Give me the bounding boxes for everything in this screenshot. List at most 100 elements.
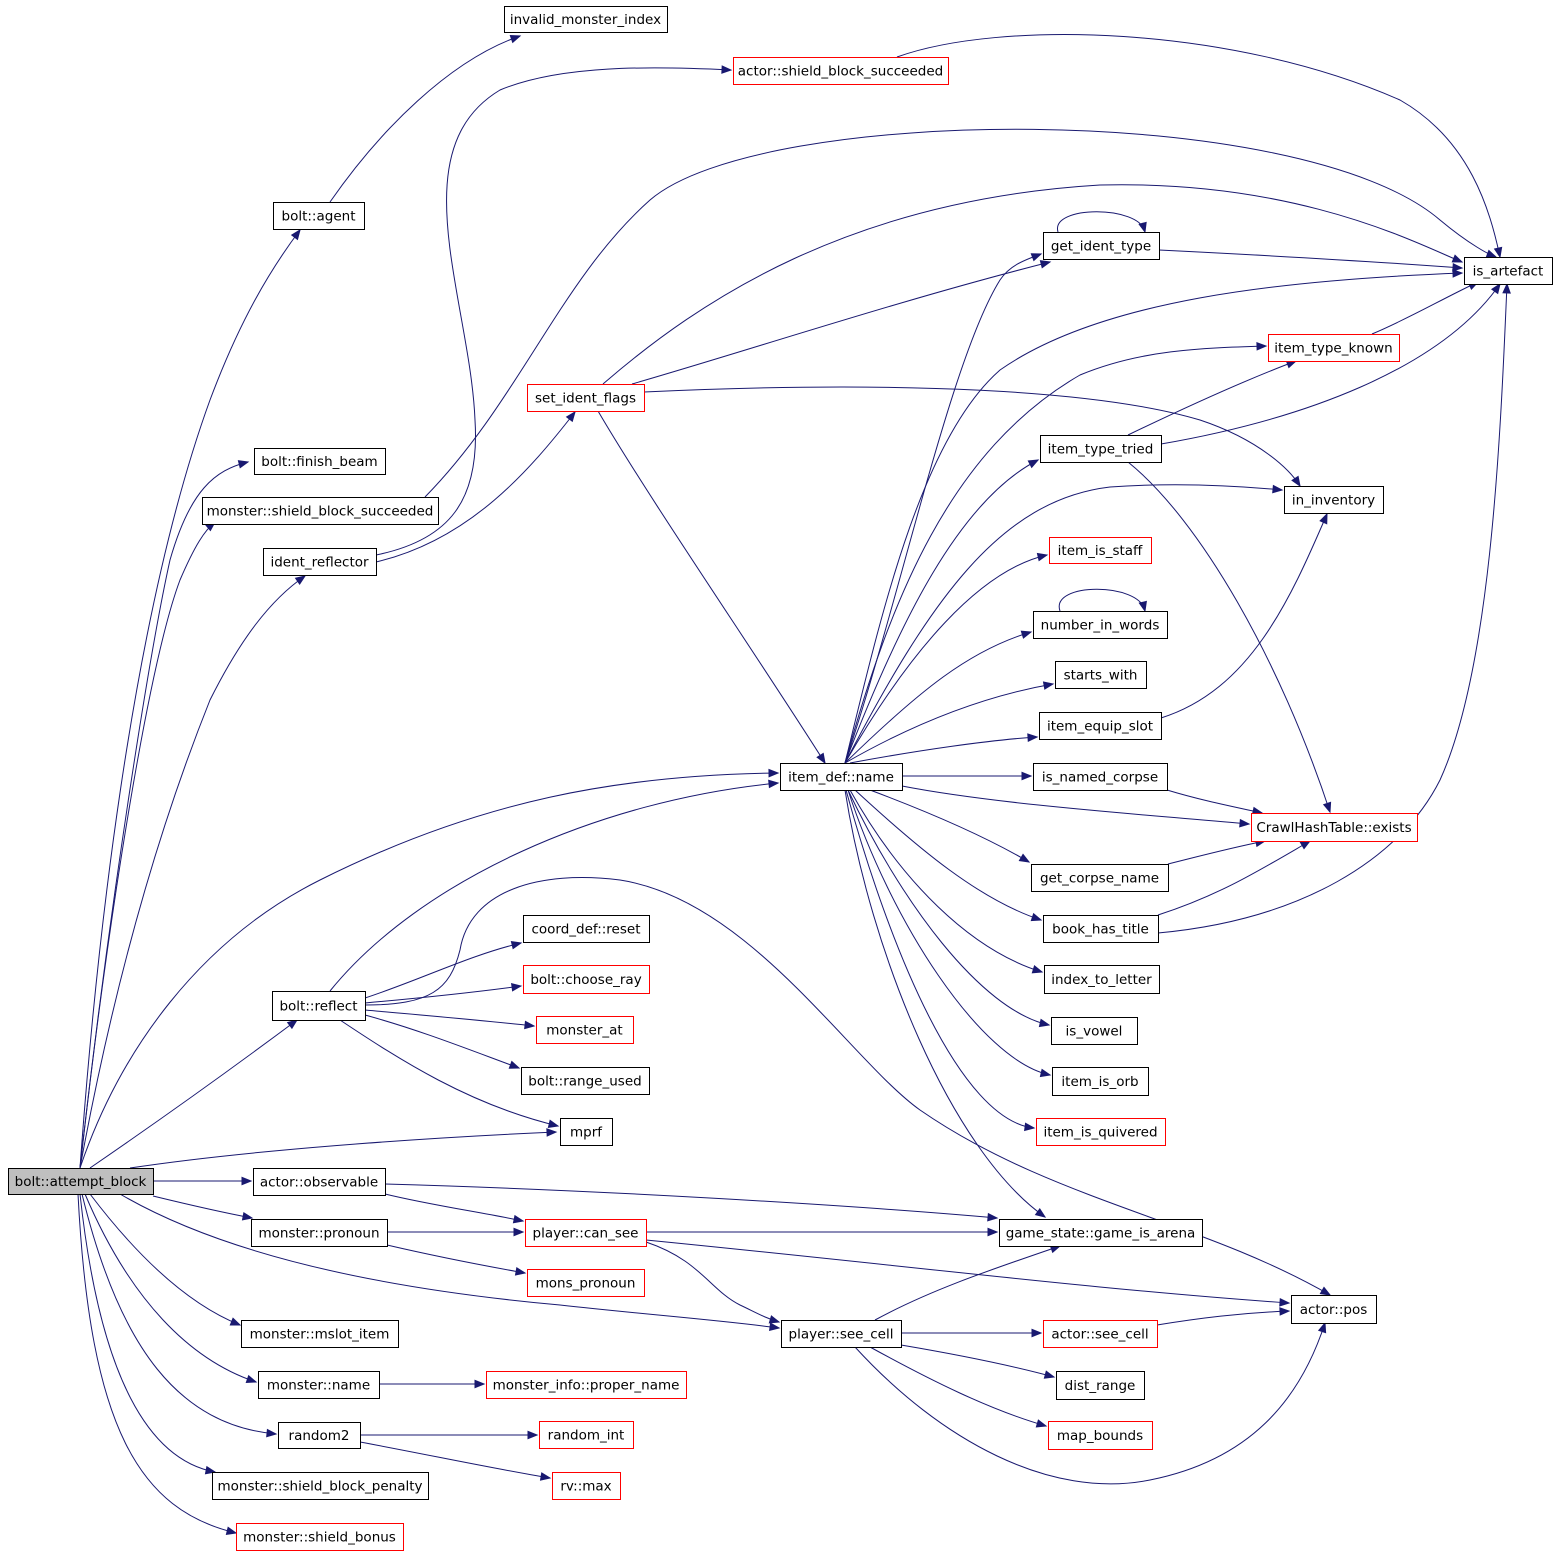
edge-attempt-block-to-mprf	[129, 1131, 557, 1169]
node-box	[486, 1371, 687, 1399]
edge-attempt-block-to-monster-shield-block-penalty	[79, 1193, 216, 1473]
edge-item-def-name-to-is-named-corpse-arrowhead	[1021, 771, 1033, 781]
node-item-type-known[interactable]: item_type_known	[1268, 334, 1400, 362]
node-dist-range[interactable]: dist_range	[1056, 1371, 1145, 1400]
node-label: monster::mslot_item	[250, 1327, 390, 1343]
edge-attempt-block-to-random2	[81, 1193, 277, 1435]
edge-book-has-title-to-is-artefact-arrowhead	[1502, 282, 1511, 294]
node-actor-observable[interactable]: actor::observable	[253, 1168, 386, 1196]
node-monster-pronoun[interactable]: monster::pronoun	[251, 1219, 388, 1247]
edge-attempt-block-to-bolt-reflect-arrowhead	[286, 1019, 299, 1030]
edge-player-see-cell-to-map-bounds-arrowhead	[1035, 1419, 1048, 1428]
node-book-has-title[interactable]: book_has_title	[1043, 915, 1159, 943]
edge-item-def-name-to-item-is-orb	[847, 789, 1051, 1076]
node-player-can-see[interactable]: player::can_see	[525, 1219, 647, 1247]
node-box	[536, 1016, 634, 1044]
node-bolt-finish-beam[interactable]: bolt::finish_beam	[254, 448, 386, 475]
edge-item-def-name-to-starts-with-arrowhead	[1042, 681, 1055, 690]
node-rv-max[interactable]: rv::max	[552, 1472, 621, 1500]
edge-item-def-name-to-item-type-tried	[844, 459, 1039, 764]
node-is-vowel[interactable]: is_vowel	[1051, 1017, 1138, 1045]
edge-item-def-name-to-game-is-arena	[844, 789, 1046, 1218]
edge-attempt-block-to-player-see-cell	[119, 1193, 780, 1329]
node-coord-def-reset[interactable]: coord_def::reset	[523, 915, 650, 943]
edge-attempt-block-to-monster-shield-block-succeeded	[79, 521, 216, 1169]
edge-player-see-cell-to-dist-range	[900, 1344, 1055, 1378]
node-random2[interactable]: random2	[278, 1422, 361, 1449]
node-mprf[interactable]: mprf	[560, 1118, 613, 1146]
edge-bolt-reflect-to-bolt-choose-ray-arrowhead	[511, 982, 523, 992]
edge-player-can-see-to-game-is-arena-arrowhead	[987, 1227, 999, 1237]
node-monster-info-proper-name[interactable]: monster_info::proper_name	[486, 1371, 687, 1399]
node-item-is-quivered[interactable]: item_is_quivered	[1036, 1118, 1166, 1146]
node-item-is-staff[interactable]: item_is_staff	[1049, 537, 1152, 564]
node-label: set_ident_flags	[535, 391, 636, 407]
node-box	[254, 448, 386, 475]
node-in-inventory[interactable]: in_inventory	[1284, 486, 1384, 514]
edge-item-def-name-to-index-to-letter	[849, 789, 1043, 973]
node-mons-pronoun[interactable]: mons_pronoun	[527, 1269, 645, 1297]
node-label: bolt::attempt_block	[15, 1174, 147, 1190]
node-crawlhashtable-exists[interactable]: CrawlHashTable::exists	[1251, 813, 1418, 842]
node-get-corpse-name[interactable]: get_corpse_name	[1031, 864, 1169, 892]
node-game-is-arena[interactable]: game_state::game_is_arena	[999, 1219, 1203, 1247]
edge-player-can-see-to-player-see-cell-arrowhead	[768, 1315, 781, 1324]
node-ident-reflector[interactable]: ident_reflector	[263, 548, 377, 576]
edge-actor-see-cell-to-actor-pos	[1156, 1310, 1290, 1326]
edge-get-ident-type-to-is-artefact-arrowhead	[1452, 262, 1464, 272]
node-set-ident-flags[interactable]: set_ident_flags	[527, 384, 645, 412]
node-monster-name[interactable]: monster::name	[258, 1371, 380, 1399]
node-box	[278, 1422, 361, 1449]
node-bolt-range-used[interactable]: bolt::range_used	[521, 1067, 650, 1095]
node-item-equip-slot[interactable]: item_equip_slot	[1039, 712, 1162, 740]
edge-bolt-reflect-to-monster-at	[364, 1009, 535, 1027]
edge-set-ident-flags-to-is-artefact-arrowhead	[1451, 254, 1464, 263]
node-label: monster::shield_bonus	[243, 1530, 396, 1546]
node-actor-shield-block-succeeded[interactable]: actor::shield_block_succeeded	[733, 57, 949, 85]
node-monster-shield-bonus[interactable]: monster::shield_bonus	[236, 1523, 404, 1551]
node-bolt-reflect[interactable]: bolt::reflect	[272, 991, 366, 1021]
edge-player-can-see-to-actor-pos-arrowhead	[1279, 1298, 1291, 1307]
edge-set-ident-flags-to-in-inventory-arrowhead	[1291, 475, 1301, 488]
edge-item-equip-slot-to-in-inventory	[1160, 513, 1328, 719]
node-actor-pos[interactable]: actor::pos	[1291, 1295, 1377, 1324]
node-player-see-cell[interactable]: player::see_cell	[781, 1320, 902, 1348]
node-monster-at[interactable]: monster_at	[536, 1016, 634, 1044]
edge-item-def-name-to-item-equip-slot	[849, 736, 1038, 764]
node-monster-shield-block-succeeded[interactable]: monster::shield_block_succeeded	[202, 497, 439, 525]
nodes-layer: bolt::attempt_block invalid_monster_index…	[8, 6, 1553, 1551]
node-map-bounds[interactable]: map_bounds	[1048, 1421, 1153, 1450]
node-bolt-agent[interactable]: bolt::agent	[273, 202, 365, 230]
node-label: monster_info::proper_name	[493, 1378, 680, 1394]
node-box	[1043, 915, 1159, 943]
node-item-type-tried[interactable]: item_type_tried	[1040, 435, 1162, 463]
node-is-named-corpse[interactable]: is_named_corpse	[1033, 763, 1168, 791]
node-item-def-name[interactable]: item_def::name	[780, 763, 903, 791]
edge-item-def-name-to-is-vowel	[847, 789, 1050, 1026]
node-label: item_is_quivered	[1043, 1125, 1157, 1141]
node-bolt-choose-ray[interactable]: bolt::choose_ray	[523, 965, 650, 994]
edge-item-def-name-to-item-is-staff	[844, 554, 1048, 764]
edge-attempt-block-to-ident-reflector-arrowhead	[294, 575, 307, 585]
node-attempt-block[interactable]: bolt::attempt_block	[8, 1168, 154, 1195]
edge-attempt-block-to-bolt-finish-beam-arrowhead	[237, 460, 250, 469]
node-actor-see-cell[interactable]: actor::see_cell	[1043, 1320, 1158, 1348]
node-number-in-words[interactable]: number_in_words	[1033, 611, 1168, 639]
edge-set-ident-flags-to-get-ident-type	[631, 261, 1051, 385]
node-starts-with[interactable]: starts_with	[1055, 661, 1147, 689]
node-get-ident-type[interactable]: get_ident_type	[1043, 232, 1160, 260]
node-monster-mslot-item[interactable]: monster::mslot_item	[241, 1320, 399, 1348]
node-index-to-letter[interactable]: index_to_letter	[1044, 965, 1160, 994]
node-monster-shield-block-penalty[interactable]: monster::shield_block_penalty	[212, 1472, 429, 1500]
node-item-is-orb[interactable]: item_is_orb	[1052, 1067, 1149, 1096]
node-label: get_corpse_name	[1040, 871, 1159, 887]
edge-attempt-block-to-bolt-agent	[79, 229, 301, 1169]
node-box	[8, 1168, 154, 1195]
node-invalid-monster-index[interactable]: invalid_monster_index	[504, 6, 668, 33]
edge-item-def-name-to-in-inventory	[844, 484, 1283, 764]
node-random-int[interactable]: random_int	[539, 1421, 634, 1449]
node-box	[523, 965, 650, 994]
node-is-artefact[interactable]: is_artefact	[1464, 257, 1553, 285]
edge-ident-reflector-to-set-ident-flags-arrowhead	[565, 410, 576, 423]
